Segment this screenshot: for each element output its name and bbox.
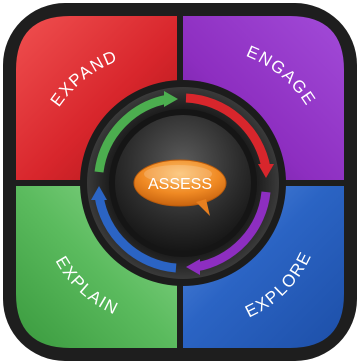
center-label-assess: ASSESS <box>148 176 212 193</box>
cycle-arrow-green <box>94 94 169 173</box>
arrowhead-blue <box>91 186 107 200</box>
arrowhead-purple <box>186 259 200 275</box>
assess-speech-bubble <box>133 159 227 216</box>
cycle-arrow-purple <box>195 191 271 272</box>
cycle-arrows <box>94 93 271 273</box>
cycle-arrow-blue <box>94 195 177 273</box>
arrowhead-red <box>258 164 274 178</box>
arrowhead-green <box>164 91 178 107</box>
cycle-arrow-red <box>185 93 271 169</box>
cycle-arrowheads <box>91 91 274 275</box>
